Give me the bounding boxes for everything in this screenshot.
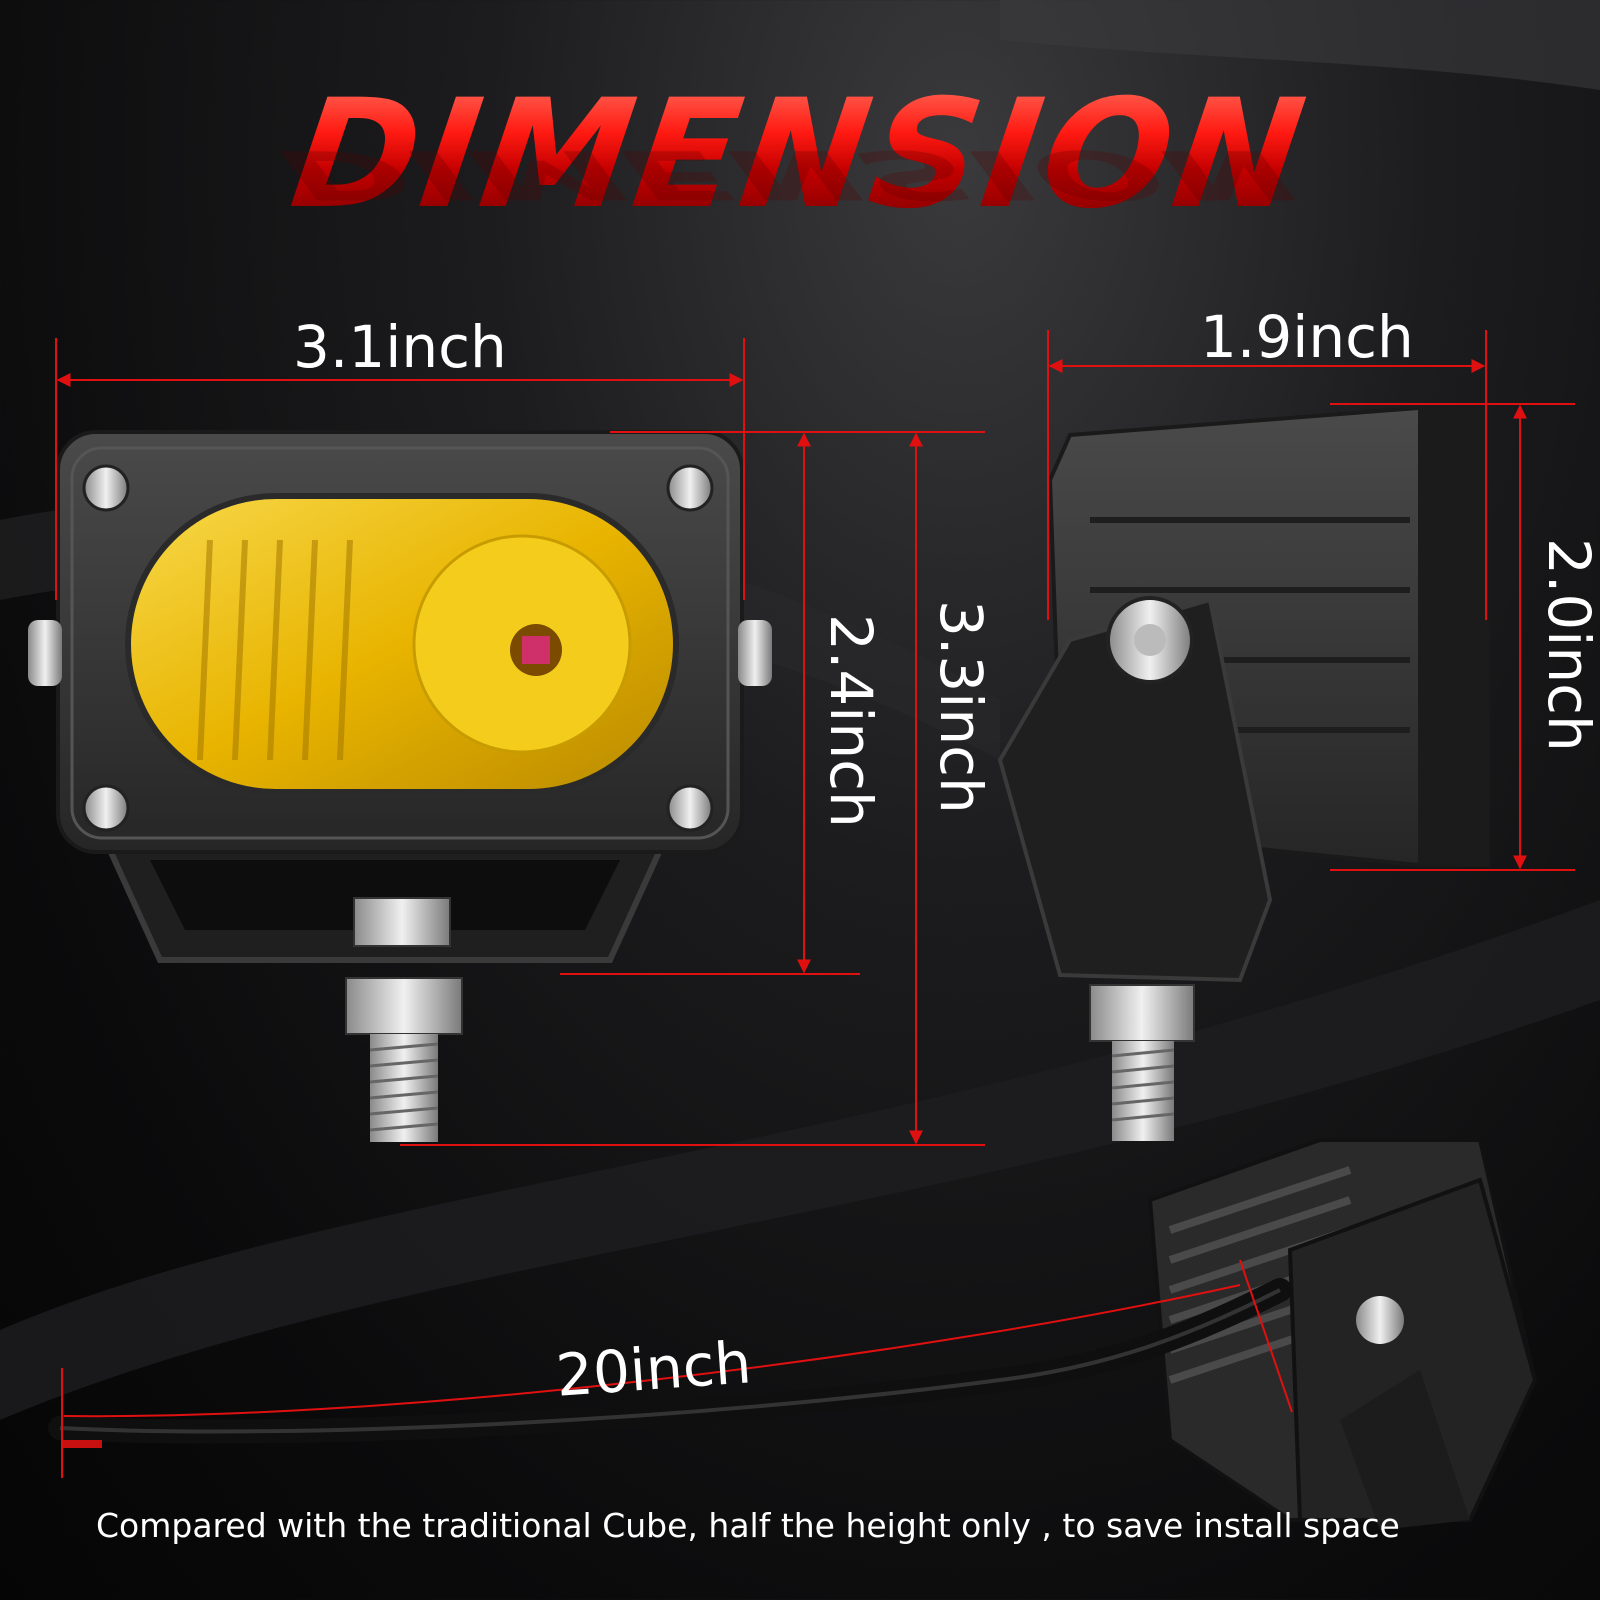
dimension-lines xyxy=(55,330,1575,1478)
label-height-side: 2.0inch xyxy=(1535,538,1600,752)
label-depth-side: 1.9inch xyxy=(1200,303,1414,371)
label-height-body: 2.4inch xyxy=(817,614,885,828)
label-cable-length: 20inch xyxy=(553,1328,754,1410)
label-height-total: 3.3inch xyxy=(927,600,995,814)
label-width-front: 3.1inch xyxy=(293,313,507,381)
cube-light-with-cable xyxy=(48,1138,1538,1530)
caption-text: Compared with the traditional Cube, half… xyxy=(96,1506,1400,1545)
front-view-light xyxy=(28,430,772,1142)
side-view-light xyxy=(997,406,1490,1141)
